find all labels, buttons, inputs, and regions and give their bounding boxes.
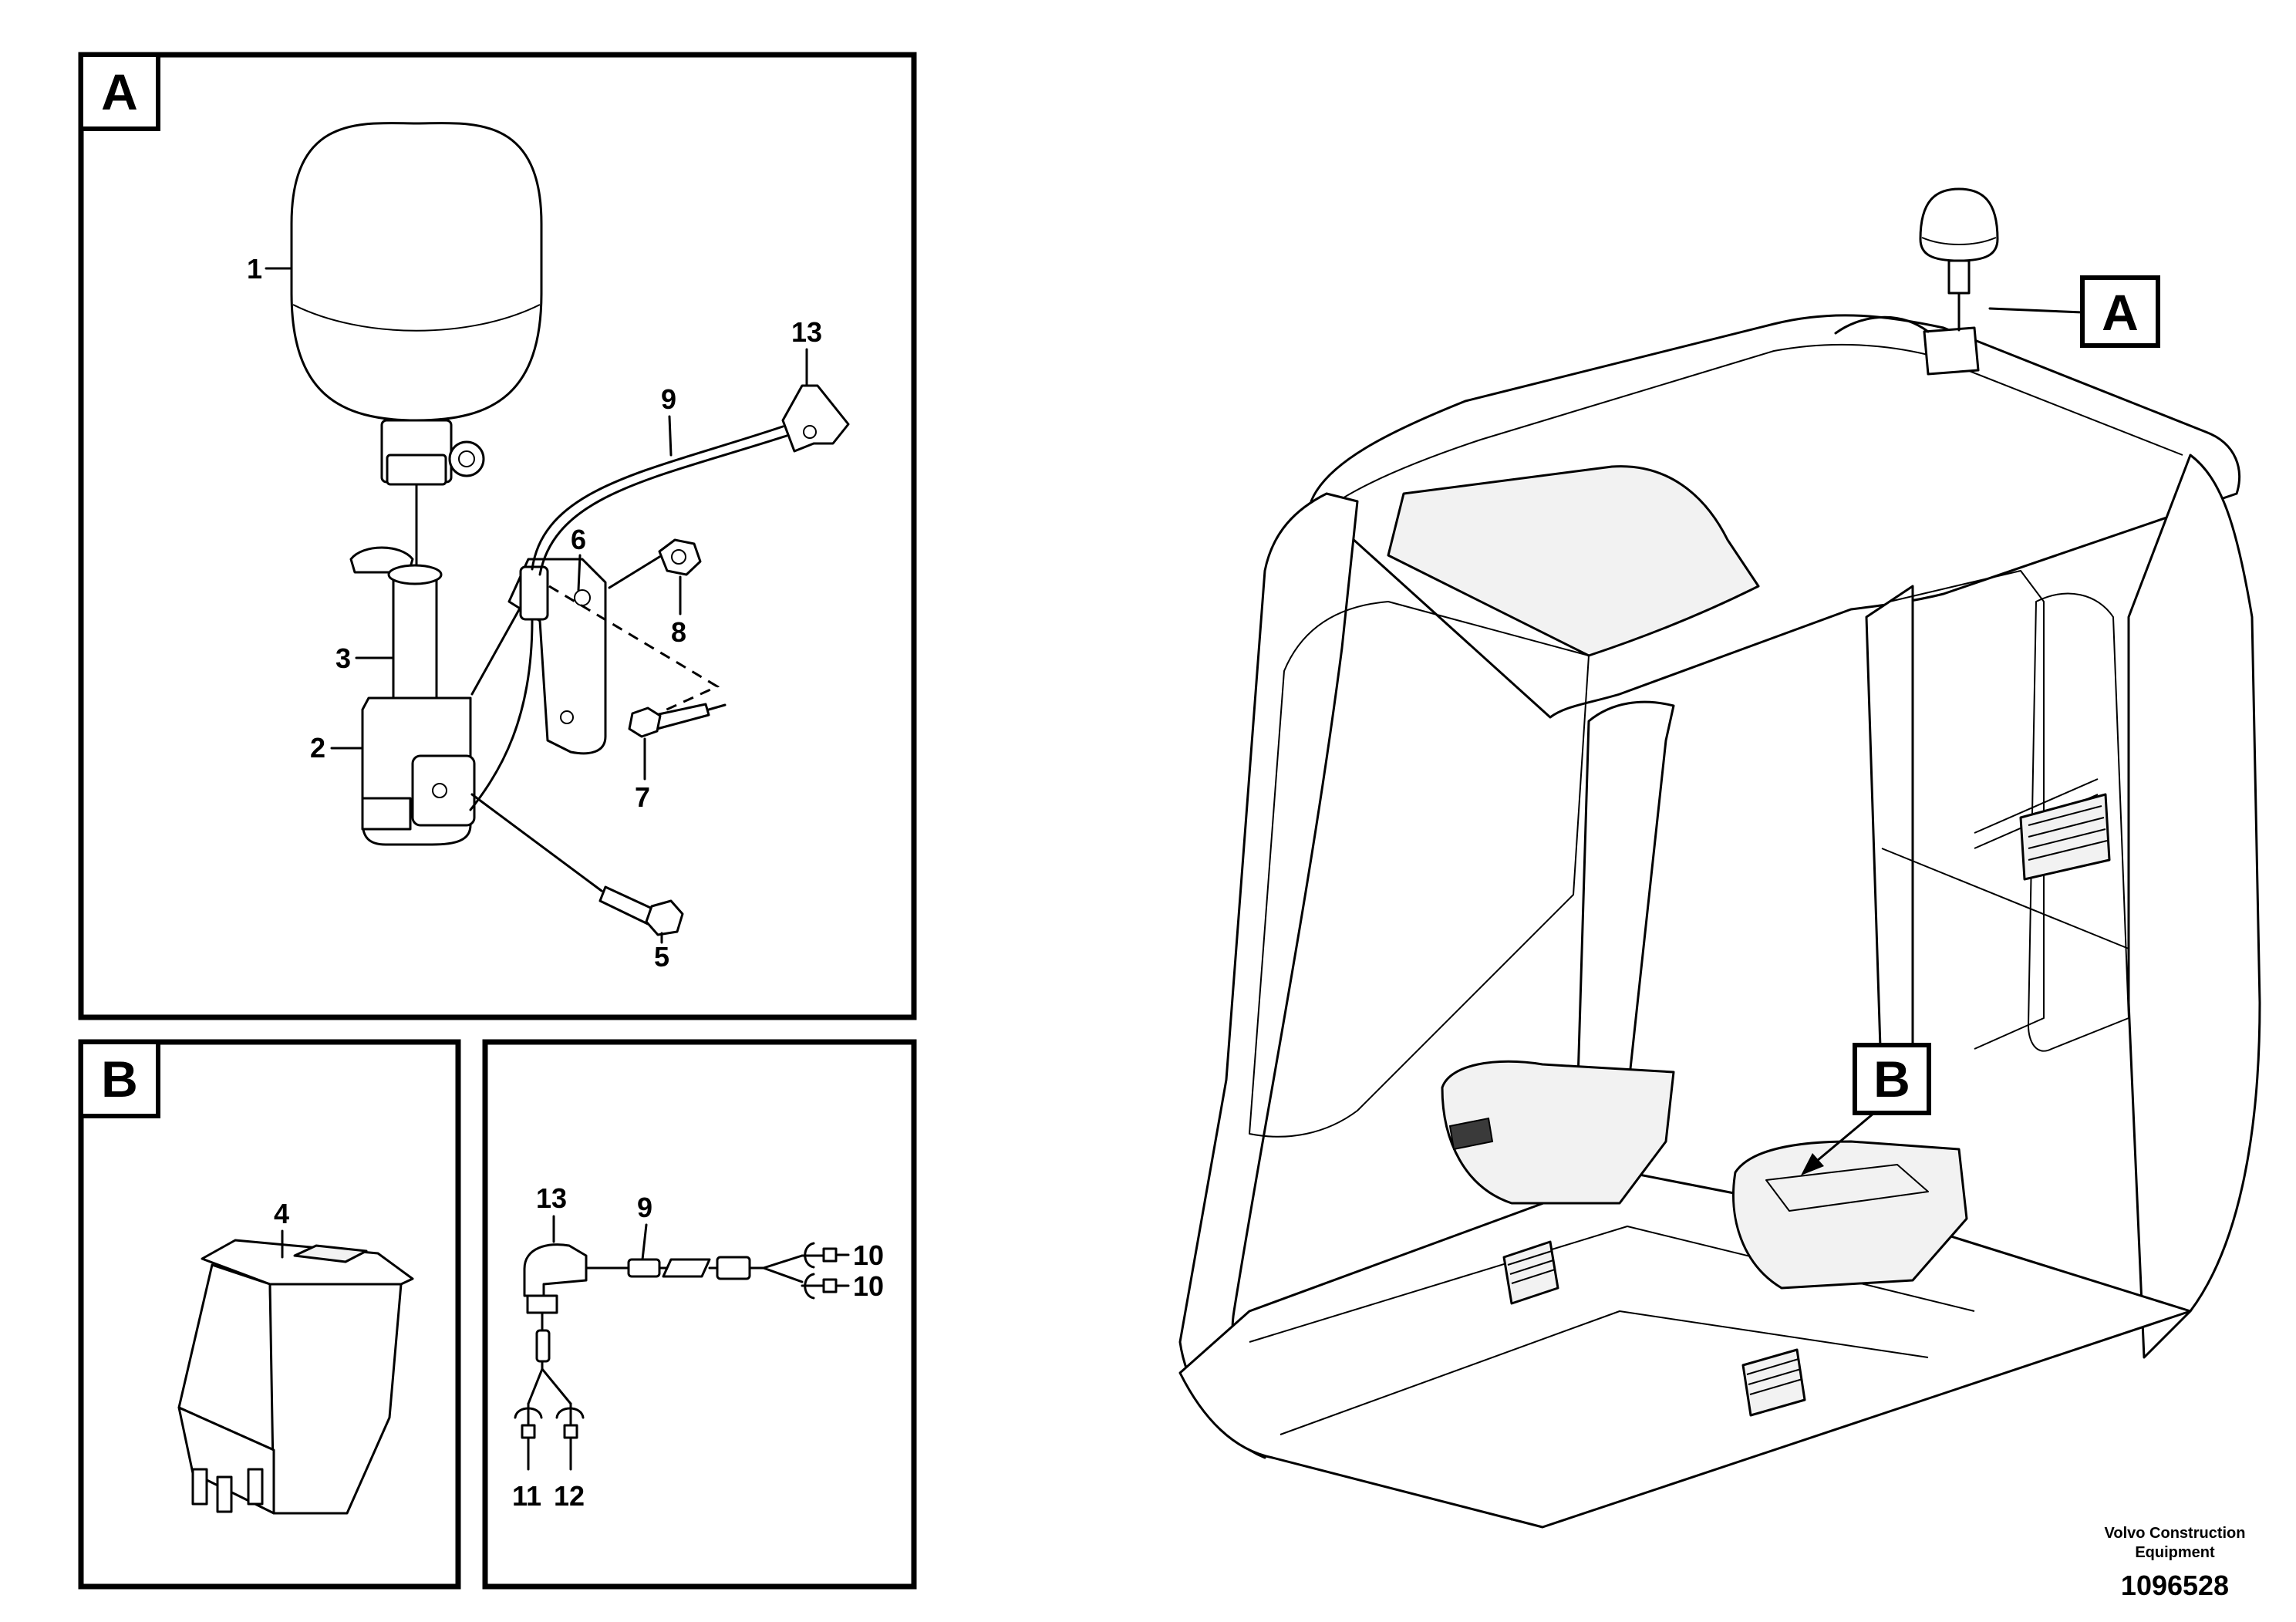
detail-panel-a: A xyxy=(78,52,917,1020)
mast-bracket-assembly xyxy=(349,546,607,846)
callout-10-lower: 10 xyxy=(853,1270,884,1302)
callout-8: 8 xyxy=(671,616,686,648)
overview-tag-a: A xyxy=(2102,284,2139,341)
callout-harness-13: 13 xyxy=(536,1182,567,1214)
callout-7: 7 xyxy=(635,781,650,813)
panel-tag-a: A xyxy=(101,63,138,120)
overview-tag-b: B xyxy=(1873,1050,1910,1108)
callout-9: 9 xyxy=(661,383,676,415)
callout-1: 1 xyxy=(247,253,262,285)
callout-13: 13 xyxy=(791,316,822,348)
detail-panel-b: B 4 xyxy=(78,1039,461,1590)
rocker-switch xyxy=(177,1239,414,1515)
brand-line-2: Equipment xyxy=(2135,1544,2215,1561)
cab-beacon xyxy=(1834,187,1999,376)
callout-12: 12 xyxy=(554,1480,585,1512)
callout-2: 2 xyxy=(310,732,325,764)
screw-short xyxy=(628,703,727,738)
brand-line-1: Volvo Construction xyxy=(2105,1525,2246,1542)
callout-harness-9: 9 xyxy=(637,1192,652,1223)
callout-3: 3 xyxy=(335,642,351,674)
alignment-line xyxy=(548,585,720,713)
beacon-lamp xyxy=(290,122,543,572)
detail-panel-harness: 13 9 10 10 11 12 xyxy=(482,1039,917,1590)
cable-with-connector xyxy=(469,384,850,811)
footer: Volvo Construction Equipment 1096528 xyxy=(2105,1525,2246,1601)
callout-11: 11 xyxy=(512,1480,541,1512)
harness-schematic xyxy=(514,1242,850,1471)
panel-tag-b: B xyxy=(101,1050,138,1108)
callout-5: 5 xyxy=(654,941,669,973)
callout-6: 6 xyxy=(571,524,586,555)
screw-long xyxy=(470,793,684,936)
callout-4: 4 xyxy=(274,1198,289,1229)
nut xyxy=(658,538,702,576)
cab-overview: A B xyxy=(1178,187,2261,1529)
callout-10-upper: 10 xyxy=(853,1239,884,1271)
document-number: 1096528 xyxy=(2121,1570,2229,1601)
